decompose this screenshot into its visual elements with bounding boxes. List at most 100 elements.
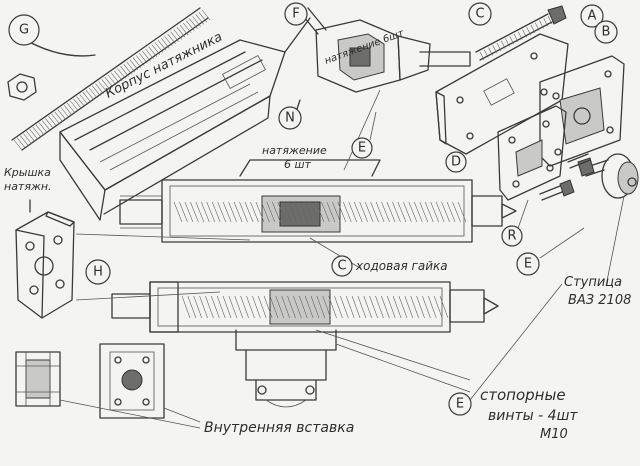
thread-line — [492, 45, 498, 54]
marker-g: G — [8, 14, 40, 46]
tensioner-cover — [15, 199, 75, 319]
thread-line — [201, 201, 210, 223]
thread-line — [101, 79, 110, 90]
thread-line — [277, 201, 287, 223]
thread-line — [488, 47, 493, 56]
thread-line — [92, 85, 101, 97]
thread-line — [505, 38, 510, 47]
bolt-threads — [479, 15, 553, 61]
svg-text:H: H — [93, 265, 103, 280]
thread-line — [189, 18, 198, 29]
thread-line — [496, 42, 502, 52]
screw-threads-top — [173, 201, 467, 223]
thread-line — [85, 89, 95, 101]
thread-line — [139, 53, 148, 64]
thread-line — [199, 295, 208, 319]
marker-e-bottom: E — [448, 392, 472, 416]
thread-line — [48, 115, 57, 127]
lead-screw-assembly-bottom — [111, 281, 499, 408]
thread-line — [51, 113, 60, 125]
thread-line — [182, 22, 192, 34]
thread-line — [179, 24, 189, 36]
thread-line — [304, 201, 314, 223]
thread-line — [272, 201, 281, 223]
svg-text:C: C — [475, 7, 484, 22]
thread-line — [257, 295, 267, 319]
label-cover: Крышка — [4, 166, 51, 179]
thread-line — [16, 137, 26, 149]
leader-f — [284, 17, 311, 53]
thread-line — [381, 295, 390, 319]
thread-line — [198, 11, 208, 23]
thread-line — [543, 18, 549, 27]
set-screws — [539, 153, 591, 201]
thread-line — [176, 27, 186, 38]
thread-line — [110, 72, 120, 84]
thread-line — [369, 295, 378, 319]
label-housing: Корпус натяжника — [103, 30, 225, 102]
svg-text:B: B — [602, 25, 611, 40]
label-tension-2: 6 шт — [284, 158, 312, 171]
thread-line — [386, 201, 396, 223]
thread-line — [539, 20, 544, 29]
thread-line — [359, 201, 368, 223]
thread-line — [154, 42, 164, 53]
thread-line — [410, 295, 419, 319]
thread-line — [195, 201, 205, 223]
thread-line — [148, 46, 157, 58]
thread-line — [228, 201, 237, 223]
thread-line — [530, 24, 536, 34]
screw-threads-bottom — [181, 295, 449, 319]
thread-line — [416, 295, 425, 319]
thread-line — [275, 295, 285, 319]
thread-line — [41, 120, 51, 131]
thread-line — [422, 295, 431, 319]
thread-line — [500, 40, 506, 49]
thread-line — [353, 201, 363, 223]
thread-line — [340, 295, 349, 319]
marker-c-top: C — [468, 2, 492, 26]
thread-line — [316, 295, 326, 319]
thread-line — [363, 295, 373, 319]
thread-line — [67, 102, 76, 114]
thread-line — [211, 295, 220, 319]
thread-line — [23, 133, 32, 144]
thread-line — [522, 29, 527, 38]
thread-line — [193, 295, 203, 319]
thread-line — [282, 201, 292, 223]
thread-line — [70, 100, 79, 112]
rod-threads — [13, 9, 211, 151]
svg-text:E: E — [524, 257, 532, 272]
threaded-rod-g — [11, 7, 211, 151]
thread-line — [161, 37, 170, 49]
thread-line — [186, 20, 195, 32]
svg-text:G: G — [19, 23, 29, 38]
thread-line — [392, 295, 402, 319]
thread-line — [244, 201, 254, 223]
thread-line — [433, 295, 443, 319]
thread-line — [334, 295, 343, 319]
thread-line — [293, 295, 302, 319]
marker-e-right: E — [516, 252, 540, 276]
svg-text:E: E — [358, 141, 366, 156]
thread-line — [181, 295, 191, 319]
thread-line — [287, 295, 296, 319]
thread-line — [60, 107, 70, 118]
marker-c-mid: C — [331, 255, 353, 277]
thread-line — [145, 48, 154, 60]
marker-e-top: E — [351, 137, 373, 159]
thread-line — [132, 57, 142, 68]
thread-line — [452, 201, 461, 223]
svg-text:F: F — [292, 7, 299, 22]
thread-line — [114, 70, 123, 81]
thread-line — [246, 295, 255, 319]
leader-lines — [59, 89, 625, 429]
plate-b — [539, 55, 625, 167]
thread-line — [269, 295, 279, 319]
thread-line — [364, 201, 374, 223]
thread-line — [513, 33, 519, 43]
inner-insert-front — [99, 343, 165, 419]
thread-line — [252, 295, 261, 319]
thread-line — [337, 201, 347, 223]
